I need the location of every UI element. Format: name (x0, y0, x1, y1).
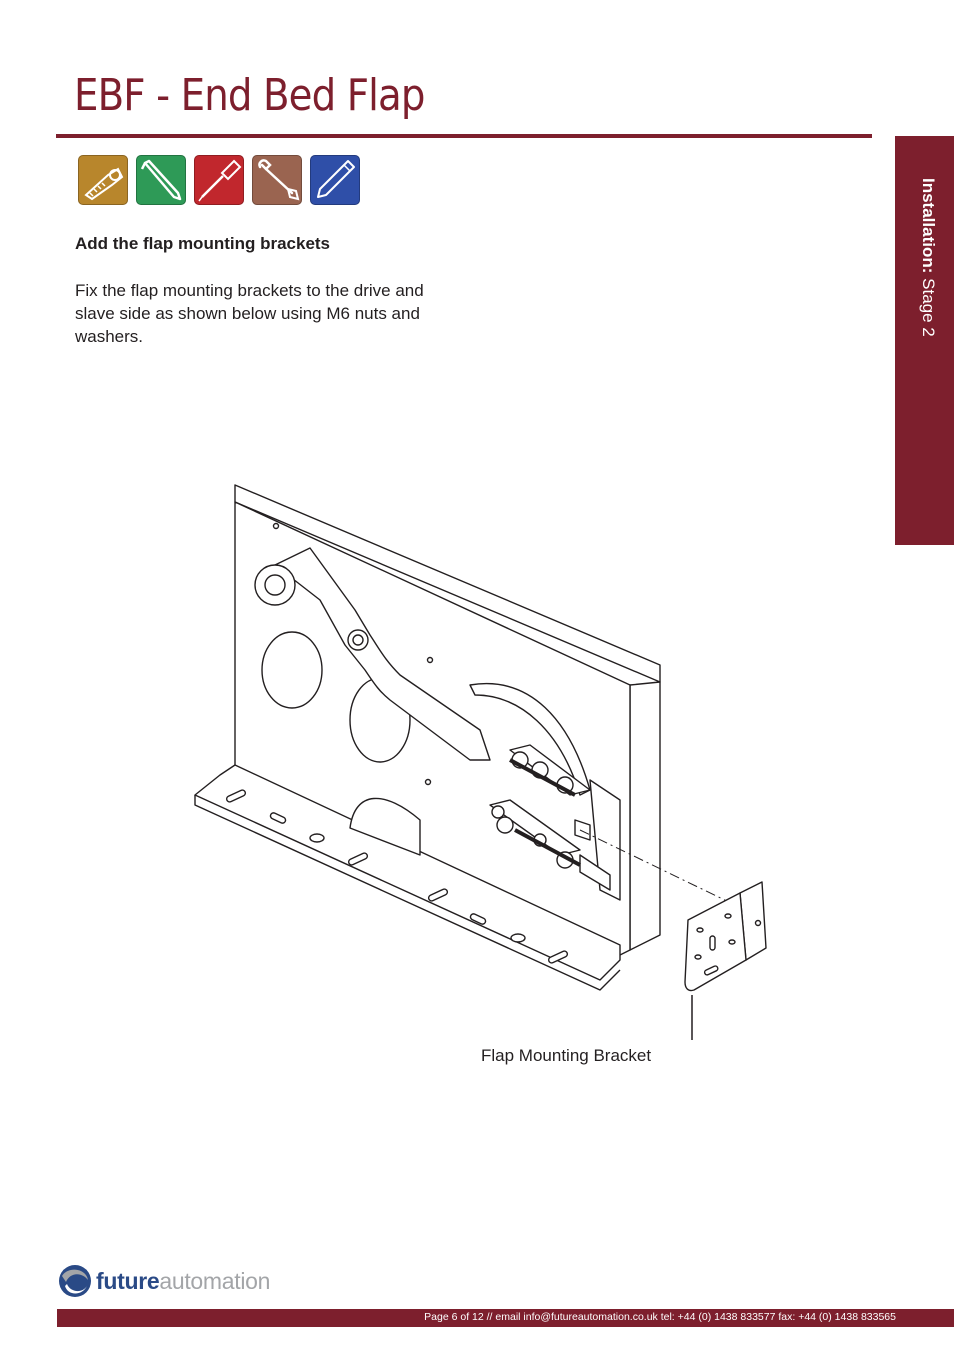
section-tab-bold: Installation: (919, 178, 938, 274)
allen-key-icon (136, 155, 186, 205)
footer-text: Page 6 of 12 // email info@futureautomat… (424, 1311, 896, 1323)
title-rule (56, 134, 872, 138)
spanner-icon (252, 155, 302, 205)
instruction-text: Fix the flap mounting brackets to the dr… (75, 281, 424, 346)
bottom-flange (194, 764, 621, 981)
section-tab (895, 136, 954, 545)
logo-wordmark: futureautomation (96, 1268, 270, 1295)
logo-word-future: future (96, 1268, 160, 1294)
callout-label: Flap Mounting Bracket (481, 1046, 652, 1065)
crank-arm (274, 547, 491, 761)
section-tab-label: Installation: Stage 2 (918, 178, 938, 337)
tape-measure-icon (78, 155, 128, 205)
section-tab-rest: Stage 2 (919, 273, 938, 337)
footer-bar (57, 1309, 954, 1327)
page-title: EBF - End Bed Flap (74, 70, 425, 121)
cutout-upper (261, 631, 323, 709)
alignment-line (579, 829, 736, 906)
future-automation-logo-icon (59, 1265, 91, 1297)
section-heading: Add the flap mounting brackets (75, 234, 331, 253)
assembly-diagram (194, 484, 767, 1040)
callout-leader (691, 995, 693, 1040)
flange-notch (349, 797, 421, 856)
pencil-icon (310, 155, 360, 205)
logo-word-automation: automation (159, 1268, 271, 1294)
plate-right-face (629, 681, 661, 951)
screwdriver-icon (194, 155, 244, 205)
mounting-plate (589, 779, 621, 901)
